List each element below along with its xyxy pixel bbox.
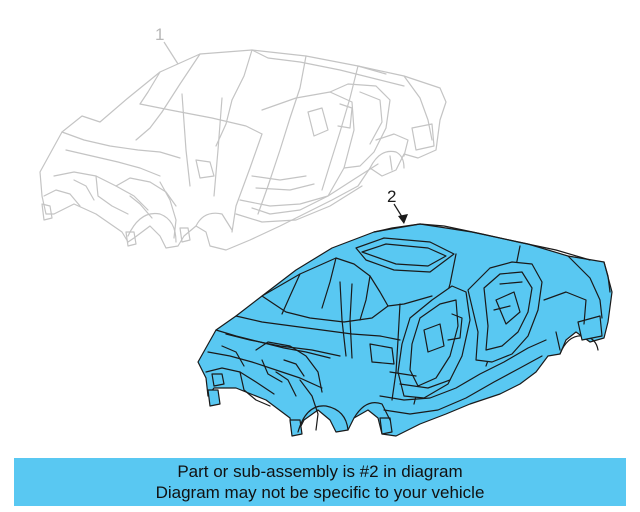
callout-leader-1	[163, 41, 179, 65]
highlighted-car-body-icon	[197, 223, 613, 437]
info-banner: Part or sub-assembly is #2 in diagram Di…	[14, 458, 626, 506]
ghost-car-body-icon	[39, 49, 447, 251]
banner-line-part-number: Part or sub-assembly is #2 in diagram	[177, 462, 463, 481]
callout-arrowhead-2	[398, 214, 408, 224]
banner-line-disclaimer: Diagram may not be specific to your vehi…	[155, 483, 485, 502]
callout-label-1: 1	[155, 25, 164, 44]
exploded-parts-diagram: 1	[39, 25, 613, 437]
callout-label-2: 2	[387, 187, 396, 206]
